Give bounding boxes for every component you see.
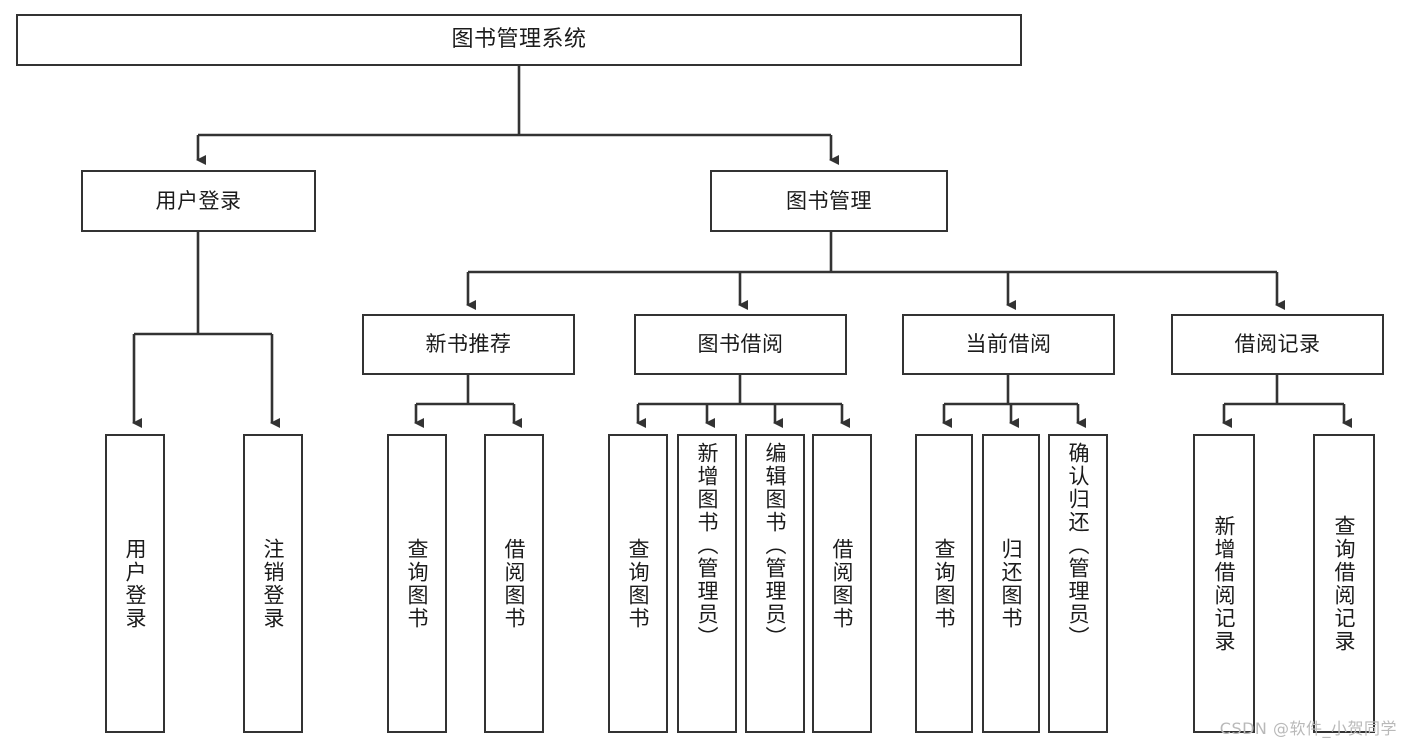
node-leaf-query-book-2[interactable]: 查询图书 <box>608 434 668 733</box>
node-leaf-query-book-1[interactable]: 查询图书 <box>387 434 447 733</box>
node-leaf-logout-login[interactable]: 注销登录 <box>243 434 303 733</box>
node-label: 新增借阅记录 <box>1212 514 1237 653</box>
node-label: 查询借阅记录 <box>1332 514 1357 653</box>
node-label: 借阅图书 <box>502 537 527 630</box>
node-label: 图书借阅 <box>697 332 784 357</box>
node-leaf-return-book[interactable]: 归还图书 <box>982 434 1040 733</box>
node-current-borrow[interactable]: 当前借阅 <box>902 314 1115 375</box>
node-label: 当前借阅 <box>965 332 1052 357</box>
node-label: 查询图书 <box>405 537 430 630</box>
node-label: 借阅记录 <box>1234 332 1321 357</box>
node-leaf-borrow-book-2[interactable]: 借阅图书 <box>812 434 872 733</box>
node-leaf-user-login[interactable]: 用户登录 <box>105 434 165 733</box>
node-book-borrow[interactable]: 图书借阅 <box>634 314 847 375</box>
node-label: 用户登录 <box>123 537 148 630</box>
node-label: 借阅图书 <box>830 537 855 630</box>
node-label: 新增图书（管理员） <box>695 442 720 649</box>
node-label: 注销登录 <box>261 537 286 630</box>
node-borrow-record[interactable]: 借阅记录 <box>1171 314 1384 375</box>
node-leaf-add-record[interactable]: 新增借阅记录 <box>1193 434 1255 733</box>
csdn-watermark: CSDN @软件_小贺同学 <box>1219 719 1397 738</box>
node-label: 新书推荐 <box>425 332 512 357</box>
node-user-login[interactable]: 用户登录 <box>81 170 316 232</box>
node-label: 查询图书 <box>932 537 957 630</box>
node-label: 查询图书 <box>626 537 651 630</box>
node-label: 用户登录 <box>155 188 242 213</box>
node-root-system[interactable]: 图书管理系统 <box>16 14 1022 66</box>
node-label: 图书管理 <box>786 188 872 213</box>
node-label: 编辑图书（管理员） <box>763 442 788 649</box>
node-leaf-query-book-3[interactable]: 查询图书 <box>915 434 973 733</box>
node-leaf-borrow-book-1[interactable]: 借阅图书 <box>484 434 544 733</box>
node-label: 确认归还（管理员） <box>1066 442 1091 649</box>
node-new-book-recommend[interactable]: 新书推荐 <box>362 314 575 375</box>
node-leaf-confirm-return[interactable]: 确认归还（管理员） <box>1048 434 1108 733</box>
node-leaf-edit-book[interactable]: 编辑图书（管理员） <box>745 434 805 733</box>
node-label: 图书管理系统 <box>451 27 587 53</box>
node-leaf-query-record[interactable]: 查询借阅记录 <box>1313 434 1375 733</box>
node-book-manage[interactable]: 图书管理 <box>710 170 948 232</box>
node-leaf-add-book[interactable]: 新增图书（管理员） <box>677 434 737 733</box>
node-label: 归还图书 <box>999 537 1024 630</box>
